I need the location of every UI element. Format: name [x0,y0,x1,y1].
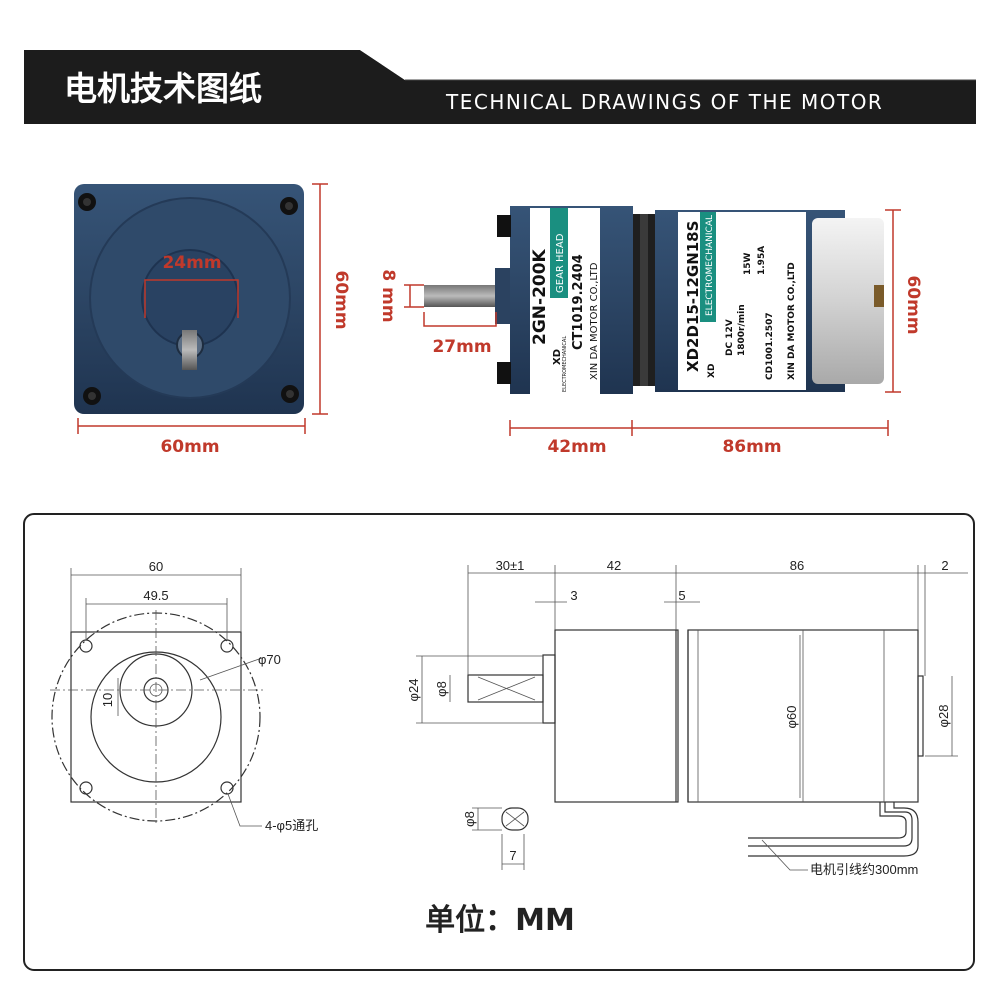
gear-tag: GEAR HEAD [555,233,566,293]
dim-front-width: 60mm [160,437,219,457]
motor-speed: 1800r/min [737,304,747,356]
cad-dia-60: φ60 [784,706,799,729]
dim-shaft-dia: 8 mm [378,269,398,322]
cad-flange-5: 5 [678,588,685,603]
cad-dia-8b: φ8 [462,811,477,827]
header-banner: 电机技术图纸 TECHNICAL DRAWINGS OF THE MOTOR [24,50,976,124]
cad-dia-8: φ8 [434,681,449,697]
dim-shaft-len: 27mm [432,337,491,357]
cad-holes-note: 4-φ5通孔 [265,818,318,833]
dim-gearbox-len: 42mm [547,437,606,457]
gear-code: CT1019.2404 [571,254,586,350]
unit-note: 单位：MM [425,903,575,938]
header-title-cn: 电机技术图纸 [64,69,262,108]
motor-model: XD2D15-12GN18S [684,221,702,372]
bolt-icon [78,193,299,405]
motor-brand: XD [707,364,717,378]
gear-brand-sub: ELECTROMECHANICAL [562,336,568,392]
cad-end-len: 2 [941,558,948,573]
header-title-en: TECHNICAL DRAWINGS OF THE MOTOR [445,90,883,114]
side-view-photo: 2GN-200K GEAR HEAD XD ELECTROMECHANICAL … [378,206,923,457]
cad-key-7: 7 [509,848,516,863]
gear-brand: XD [552,349,563,365]
cad-dia-24: φ24 [406,679,421,702]
dim-motor-height: 60mm [903,275,923,334]
cad-circle-dia: φ70 [258,652,281,667]
front-view-photo: 24mm 60mm 60mm [74,183,351,457]
cad-front-width: 60 [149,559,163,574]
dim-front-hub: 24mm [162,253,221,273]
drawing-frame [23,513,975,971]
motor-company: XIN DA MOTOR CO.,LTD [787,262,797,380]
dim-front-height: 60mm [331,270,351,329]
gear-company: XIN DA MOTOR CO.,LTD [589,262,600,380]
cad-bolt-spacing: 49.5 [143,588,168,603]
cad-flange-3: 3 [570,588,577,603]
motor-power: 15W [743,252,753,275]
motor-current: 1.95A [757,246,767,275]
cad-gear-len: 42 [607,558,621,573]
motor-code: CD1001.2507 [765,312,775,380]
cad-motor-len: 86 [790,558,804,573]
cad-hub-dim: 10 [100,693,115,707]
motor-voltage: DC 12V [725,319,735,356]
cad-dia-28: φ28 [936,705,951,728]
cad-side-view: 30±1 42 86 2 3 5 φ24 φ8 φ60 φ28 φ8 7 电机引… [406,558,968,877]
cad-shaft-len: 30±1 [496,558,525,573]
cad-front-view: 60 49.5 φ70 10 4-φ5通孔 [50,559,318,833]
cad-lead-note: 电机引线约300mm [810,862,918,877]
dim-motor-len: 86mm [722,437,781,457]
motor-tag: ELECTROMECHANICAL [705,215,715,316]
gear-model: 2GN-200K [530,248,550,345]
